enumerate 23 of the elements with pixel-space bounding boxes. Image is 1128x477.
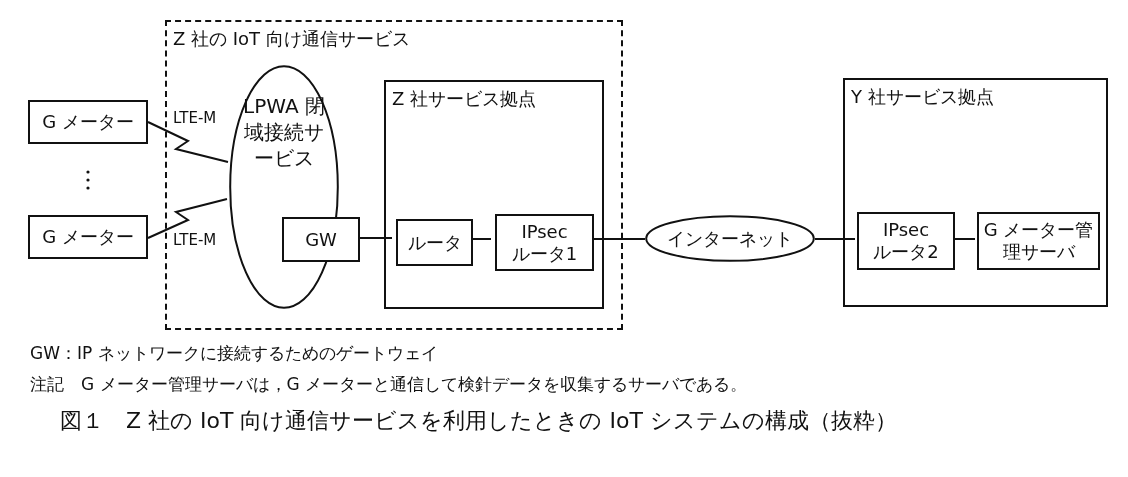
server-box: G メーター管理サーバ <box>977 212 1100 270</box>
service-area-box <box>165 20 623 330</box>
router-box: IPsec ルータ1 <box>495 214 594 271</box>
wireless-link <box>147 198 228 239</box>
site-box <box>843 78 1108 307</box>
area-heading: Y 社サービス拠点 <box>851 86 994 108</box>
router-box: ルータ <box>396 219 473 266</box>
area-heading: Z 社サービス拠点 <box>392 88 537 110</box>
edge-label: LTE-M <box>173 232 217 248</box>
note-text: 注記 G メーター管理サーバは，G メーターと通信して検針データを収集するサーバである。 <box>30 373 748 396</box>
connector-line <box>814 238 856 240</box>
gateway-box: GW <box>282 217 360 262</box>
router-box: IPsec ルータ2 <box>857 212 955 270</box>
note-text: GW：IP ネットワークに接続するためのゲートウェイ <box>30 342 438 365</box>
site-box <box>384 80 604 309</box>
wireless-link <box>147 121 229 163</box>
figure-caption: 図１ Z 社の IoT 向け通信サービスを利用したときの IoT システムの構成（抜粋） <box>60 407 897 435</box>
network-label: LPWA 閉域接続サービス <box>243 93 325 171</box>
edge-label: LTE-M <box>173 110 217 126</box>
meter-box: G メーター <box>28 100 148 144</box>
meter-box: G メーター <box>28 215 148 259</box>
network-label: インターネット <box>666 227 794 250</box>
area-heading: Z 社の IoT 向け通信サービス <box>173 28 410 50</box>
